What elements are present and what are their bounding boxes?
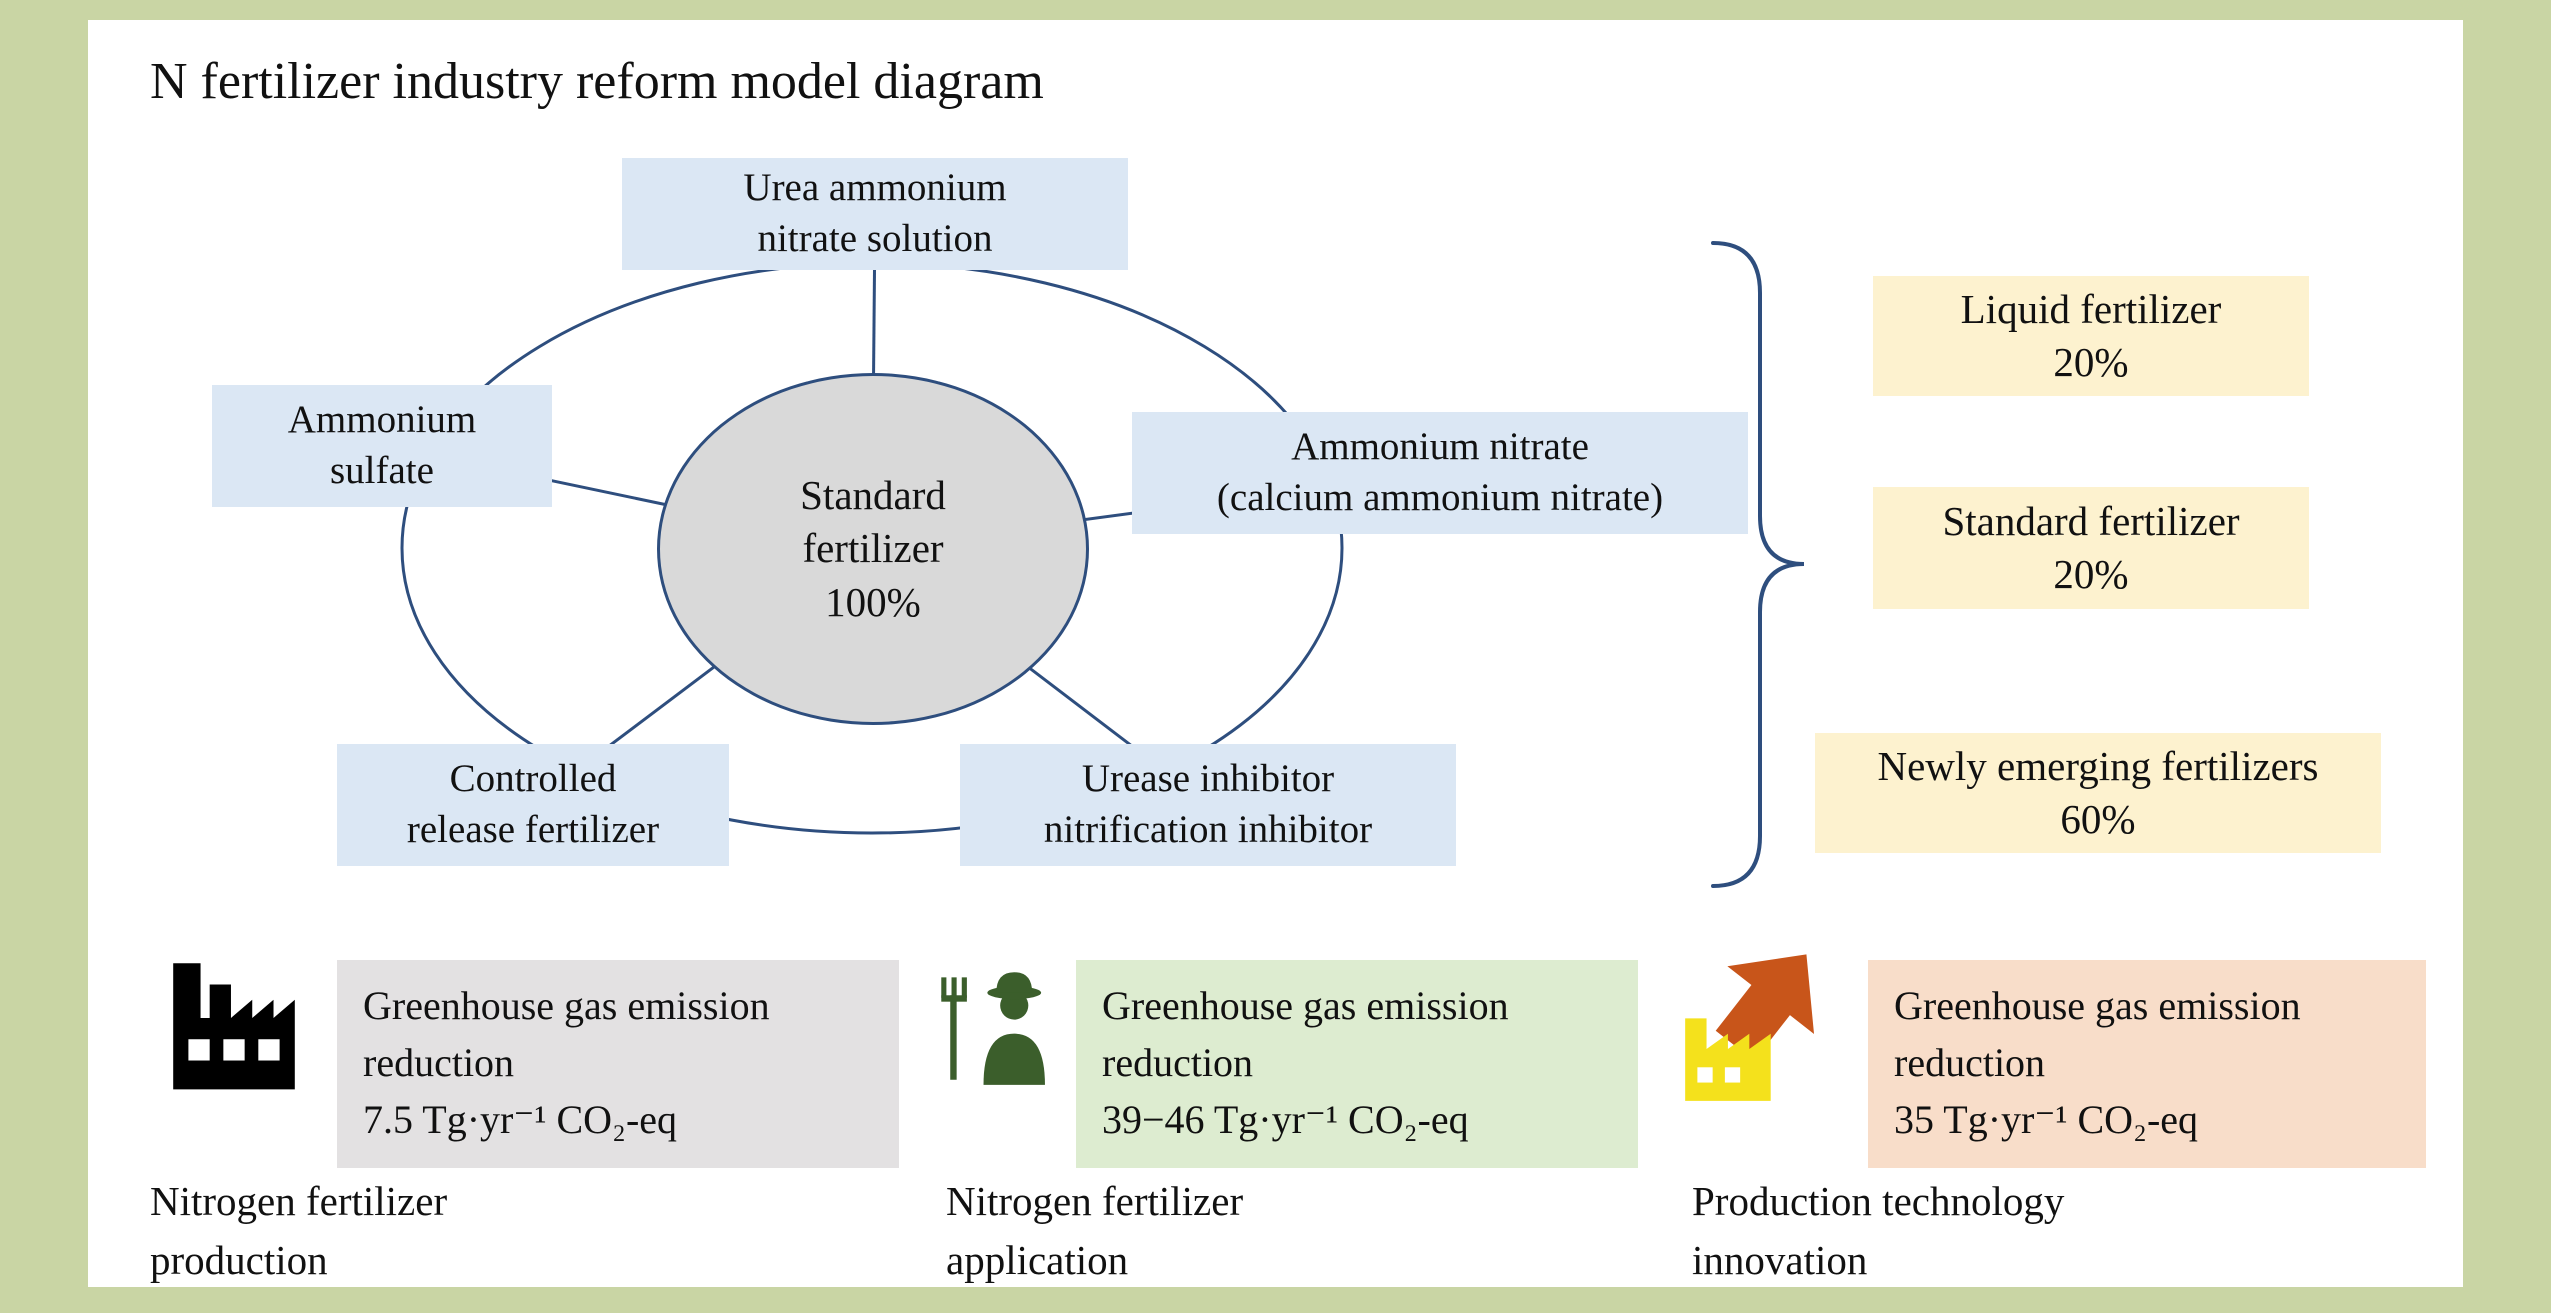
brace [1711, 241, 1805, 888]
node-ammonium-nitrate: Ammonium nitrate (calcium ammonium nitra… [1132, 412, 1748, 534]
emission-box-innovation: Greenhouse gas emission reduction 35 Tg·… [1868, 960, 2426, 1168]
output-newly-emerging-fertilizers: Newly emerging fertilizers 60% [1815, 733, 2381, 853]
output-standard-fertilizer: Standard fertilizer 20% [1873, 487, 2309, 609]
caption-innovation: Production technology innovation [1692, 1178, 2065, 1284]
caption-production: Nitrogen fertilizer production [150, 1178, 448, 1284]
caption-application: Nitrogen fertilizer application [946, 1178, 1244, 1284]
output-liquid-fertilizer: Liquid fertilizer 20% [1873, 276, 2309, 396]
farmer-icon [940, 950, 1068, 1102]
node-ammonium-sulfate: Ammonium sulfate [212, 385, 552, 507]
factory-icon [158, 938, 310, 1104]
page-title: N fertilizer industry reform model diagr… [150, 53, 1044, 110]
innovation-arrow-icon [1676, 938, 1844, 1108]
hub-node: Standard fertilizer 100% [657, 373, 1089, 725]
emission-box-production: Greenhouse gas emission reduction 7.5 Tg… [337, 960, 899, 1168]
node-urease-inhibitor: Urease inhibitor nitrification inhibitor [960, 744, 1456, 866]
node-urea-ammonium-nitrate: Urea ammonium nitrate solution [622, 158, 1128, 270]
emission-box-application: Greenhouse gas emission reduction 39−46 … [1076, 960, 1638, 1168]
node-controlled-release: Controlled release fertilizer [337, 744, 729, 866]
